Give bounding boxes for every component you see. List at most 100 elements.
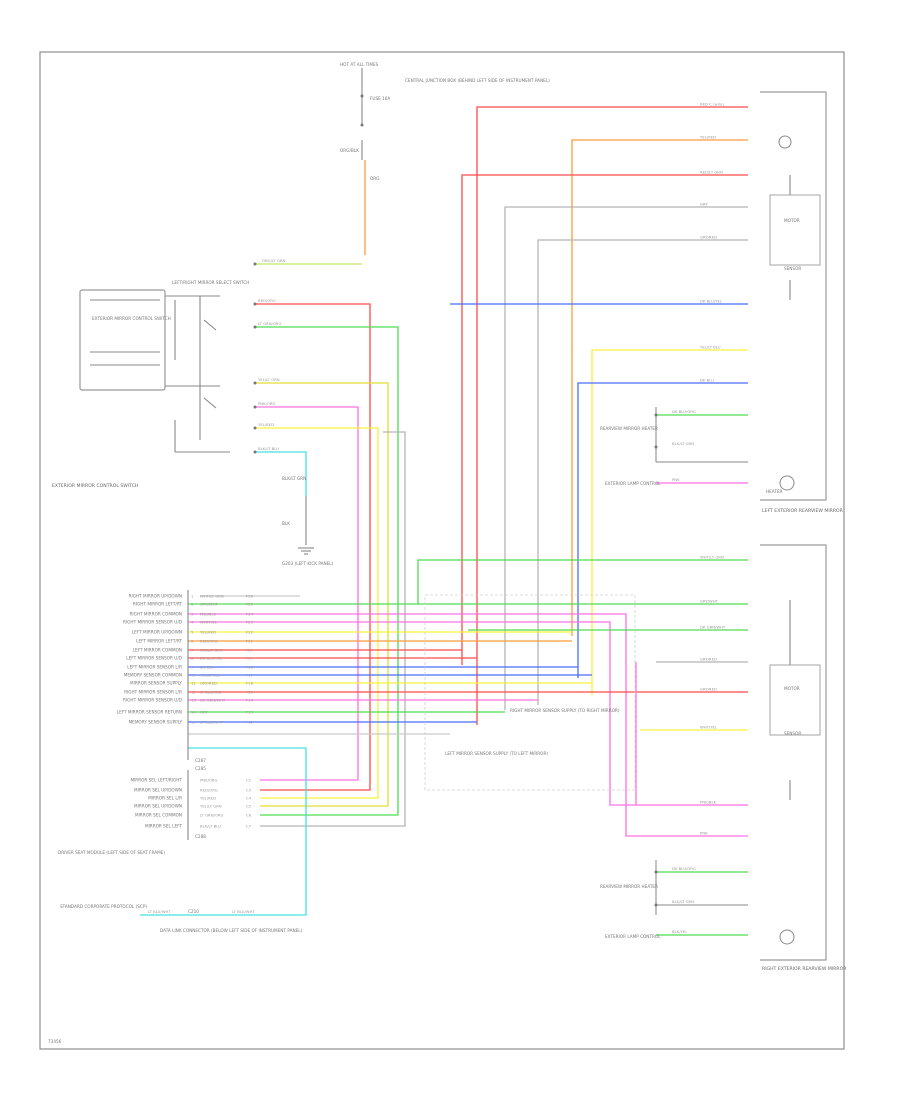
- module-connector-c287: C287: [195, 758, 206, 763]
- diagram-frame: [39, 51, 845, 1050]
- right-mirror-ground-wire-label: DK BLU/ORG: [672, 866, 696, 871]
- module-pin-number: 10: [191, 673, 196, 678]
- module-pin-circuit: F20: [246, 648, 254, 653]
- exterior-mirror-label: EXTERIOR MIRROR CONTROL SWITCH: [52, 483, 138, 489]
- module-input-name: MIRROR SEL COMMON: [135, 813, 182, 818]
- module-pin-wire: YEL/LT BLU: [200, 673, 221, 678]
- left-mirror-label: LEFT EXTERIOR REARVIEW MIRROR: [762, 508, 844, 514]
- module-pin-circuit: F13: [246, 710, 254, 715]
- module-input-name: MIRROR SEL UP/DOWN: [134, 804, 182, 809]
- module-pin-name: RIGHT MIRROR COMMON: [129, 612, 182, 617]
- module-pin-number: 12: [191, 690, 196, 695]
- seat-module-label-lower: LEFT MIRROR SENSOR SUPPLY (TO LEFT MIRRO…: [445, 751, 548, 756]
- seat-module-label-upper: RIGHT MIRROR SENSOR SUPPLY (TO RIGHT MIR…: [510, 708, 620, 713]
- module-pin-circuit: F24: [246, 612, 254, 617]
- module-pin-number: 13: [191, 698, 196, 703]
- dlc-label: DATA LINK CONNECTOR (BELOW LEFT SIDE OF …: [160, 928, 303, 933]
- module-pin-number: 4: [191, 620, 194, 625]
- left-heater-control-label: REARVIEW MIRROR HEATER: [600, 426, 658, 431]
- right-lamp-label: EXTERIOR LAMP CONTROL: [605, 934, 661, 939]
- ignition-header: HOT AT ALL TIMES: [340, 62, 379, 67]
- module-pin-circuit: F22: [246, 630, 254, 635]
- ignition-circuit1: ORG/BLK: [340, 148, 359, 153]
- module-pin-wire: WHT/LT GRN: [200, 594, 224, 599]
- module-pin-wire: LT BLU/RED: [200, 690, 222, 695]
- left-mirror-ground-wire-label: PNK: [672, 477, 680, 482]
- connector-dots: [253, 94, 658, 907]
- module-pin-wire: RED/LT GRN: [200, 648, 223, 653]
- module-pin-number: 3: [191, 612, 194, 617]
- left-sensor-label: SENSOR: [784, 266, 801, 271]
- wire-sw-red: [255, 303, 371, 791]
- right-mirror-wire-label: WHT/LT GRN: [700, 555, 724, 560]
- right-heater-icon: [779, 929, 795, 945]
- module-input-circuit: C3: [246, 788, 252, 793]
- right-mirror-wire-label: PNK/BLK: [700, 800, 717, 805]
- module-pin-circuit: F15: [246, 690, 254, 695]
- left-heater-icon: [779, 475, 795, 491]
- switch-ground-2: BLK: [282, 521, 290, 526]
- module-pin-circuit: F18: [246, 665, 254, 670]
- module-pin-wire: DK BLU: [200, 665, 214, 670]
- module-pin-circuit: F14: [246, 698, 254, 703]
- left-motor-label: MOTOR: [784, 218, 800, 223]
- right-mirror-wire-label: WHT/YEL: [700, 725, 718, 730]
- wire-grey-2: [537, 239, 748, 705]
- dlc-connector: C210: [188, 909, 199, 914]
- switch-wire-6: BLK/LT BLU: [258, 446, 279, 451]
- module-pin-circuit: F16: [246, 681, 254, 686]
- module-pin-name: LEFT MIRROR SENSOR L/R: [127, 665, 182, 670]
- module-pin-number: 15: [191, 720, 196, 725]
- motor-symbols: [778, 135, 795, 945]
- module-pin-circuit: F12: [246, 720, 254, 725]
- right-mirror-wire-label: PNK: [700, 831, 708, 836]
- scp-label: STANDARD CORPORATE PROTOCOL (SCP): [60, 904, 147, 909]
- module-pin-circuit: F25: [246, 602, 254, 607]
- module-pin-number: 7: [191, 648, 194, 653]
- module-input-circuit: C4: [246, 796, 252, 801]
- module-input-name: MIRROR SEL UP/DOWN: [134, 788, 182, 793]
- left-motor-1-icon: [778, 135, 792, 149]
- module-pin-circuit: F19: [246, 656, 254, 661]
- left-mirror-wire-label: YEL/LT BLU: [700, 345, 721, 350]
- right-heater-control-label: REARVIEW MIRROR HEATER: [600, 884, 658, 889]
- module-pin-number: 1: [191, 594, 194, 599]
- wire-pin1-green: [417, 559, 748, 604]
- wire-blue-right: [577, 382, 748, 678]
- module-input-name: MIRROR SEL LEFT/RIGHT: [130, 778, 182, 783]
- module-pin-number: 11: [191, 681, 196, 686]
- switch-wire-1: RED/ORG: [258, 298, 276, 303]
- module-pin-name: LEFT MIRROR LEFT/RT: [136, 639, 182, 644]
- module-pin-number: 5: [191, 630, 194, 635]
- wire-pin3: [188, 613, 748, 837]
- module-input-wire: PNK/ORG: [200, 778, 218, 783]
- module-pin-wire: GRY: [200, 710, 208, 715]
- wire-sw-cyan: [255, 451, 307, 496]
- wire-sw-yellow: [255, 427, 379, 799]
- text-labels: HOT AT ALL TIMES FUSE 10A CENTRAL JUNCTI…: [48, 62, 847, 1044]
- module-pin-name: RIGHT MIRROR SENSOR L/R: [124, 690, 182, 695]
- module-pin-name: MEMORY SENSOR SUPPLY: [129, 720, 183, 725]
- left-heater-label: HEATER: [766, 489, 783, 494]
- module-pin-number: 2: [191, 602, 194, 607]
- module-pin-circuit: F21: [246, 639, 254, 644]
- left-mirror-wire-label: RED C (wire): [700, 102, 724, 107]
- left-mirror-ground-wire-label: BLK/LT GRN: [672, 441, 694, 446]
- right-mirror-ground-wire-label: BLK/LT GRN: [672, 899, 694, 904]
- right-mirror-wire-label: GRY/WHT: [700, 599, 719, 604]
- switch-ground-label: G203 (LEFT KICK PANEL): [282, 561, 334, 566]
- switch-ground-1: BLK/LT GRN: [282, 476, 306, 481]
- junction-box-label: CENTRAL JUNCTION BOX (BEHIND LEFT SIDE O…: [405, 78, 550, 83]
- module-pin-wire: LT BLU/WHT: [200, 720, 223, 725]
- module-input-name: MIRROR SEL L/R: [148, 796, 182, 801]
- module-pin-wire: GRY/WHT: [200, 602, 219, 607]
- left-mirror-wire-label: RED/LT GRN: [700, 170, 723, 175]
- module-pin-name: LEFT MIRROR UP/DOWN: [132, 630, 182, 635]
- module-pin-wire: DK BLU/YEL: [200, 656, 223, 661]
- module-label: DRIVER SEAT MODULE (LEFT SIDE OF SEAT FR…: [58, 850, 165, 855]
- left-mirror-ground-wire-label: DK BLU/ORG: [672, 409, 696, 414]
- structure-lines: [79, 68, 827, 961]
- module-input-circuit: C5: [246, 804, 252, 809]
